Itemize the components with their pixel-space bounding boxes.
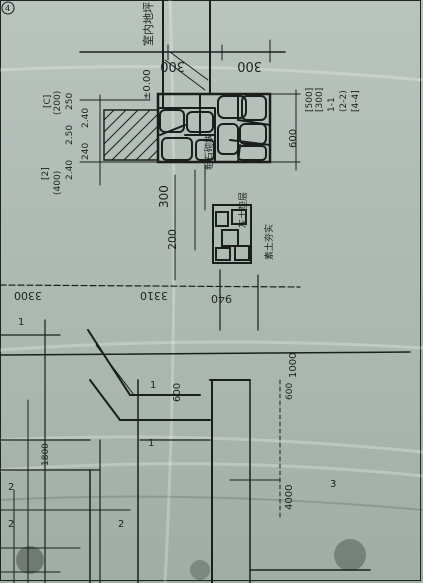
left-note: 2.40 [81,108,91,128]
heading-label: 室内地坪 [141,2,155,46]
paper-crease [0,435,423,454]
right-note: (2-2) [339,90,349,112]
section-mark: 1 [150,380,156,391]
paper-crease [0,340,423,352]
left-note: 250 [65,93,75,110]
right-note: 1-1 [327,97,337,112]
left-note: (400) [53,171,63,195]
ground-line [0,284,301,288]
lower-plan [0,319,411,583]
section-mark: 2 [8,519,14,530]
ink-smudge [16,546,44,574]
mid-dim: 3310 [140,289,168,302]
concrete-cap [103,109,159,161]
section-mark: 1 [148,438,154,449]
left-note: 2.40 [65,160,75,180]
left-note: [2] [41,167,51,180]
sheet-number: 4 [5,4,10,13]
step-footing [212,204,252,264]
mid-dim: 300 [157,185,171,208]
right-note: [300] [315,88,325,112]
mid-label: 粗石砌块 [203,134,215,170]
section-mark: 1 [18,317,24,328]
ink-smudge [190,560,210,580]
right-note: [500] [305,88,315,112]
left-note: 2.50 [65,125,75,145]
right-note: 600 [288,129,299,148]
top-dim-1: 300 [160,58,185,73]
mid-label: 素土夯实 [263,224,275,260]
mid-dim: 200 [166,229,179,250]
lower-dim: 600 [172,383,183,402]
sheet-number-circle [1,1,15,15]
section-mark: 3 [330,479,336,490]
left-note: 240 [81,143,91,160]
mid-dim: 940 [211,292,232,305]
section-mark: 2 [8,482,14,493]
top-dim-2: 300 [237,58,262,73]
paper-crease [0,65,423,82]
right-note: [4-4] [351,90,361,112]
wall-hatch [164,51,209,91]
lower-dim: 1800 [41,443,51,466]
mid-label: 灰土垫层 [237,192,249,228]
left-note: [C] [43,95,53,108]
heading-mark: ±0.00 [142,69,153,100]
ink-smudge [334,539,366,571]
lower-dim: 4000 [284,485,295,510]
paper-crease [163,0,176,583]
left-note: (200) [53,91,63,115]
mid-dim: 3300 [14,289,42,302]
paper-crease [0,462,423,478]
lower-dim: 600 [285,383,295,400]
lower-dim: 1000 [288,353,299,378]
section-mark: 2 [118,519,124,530]
paper-crease [0,495,423,511]
